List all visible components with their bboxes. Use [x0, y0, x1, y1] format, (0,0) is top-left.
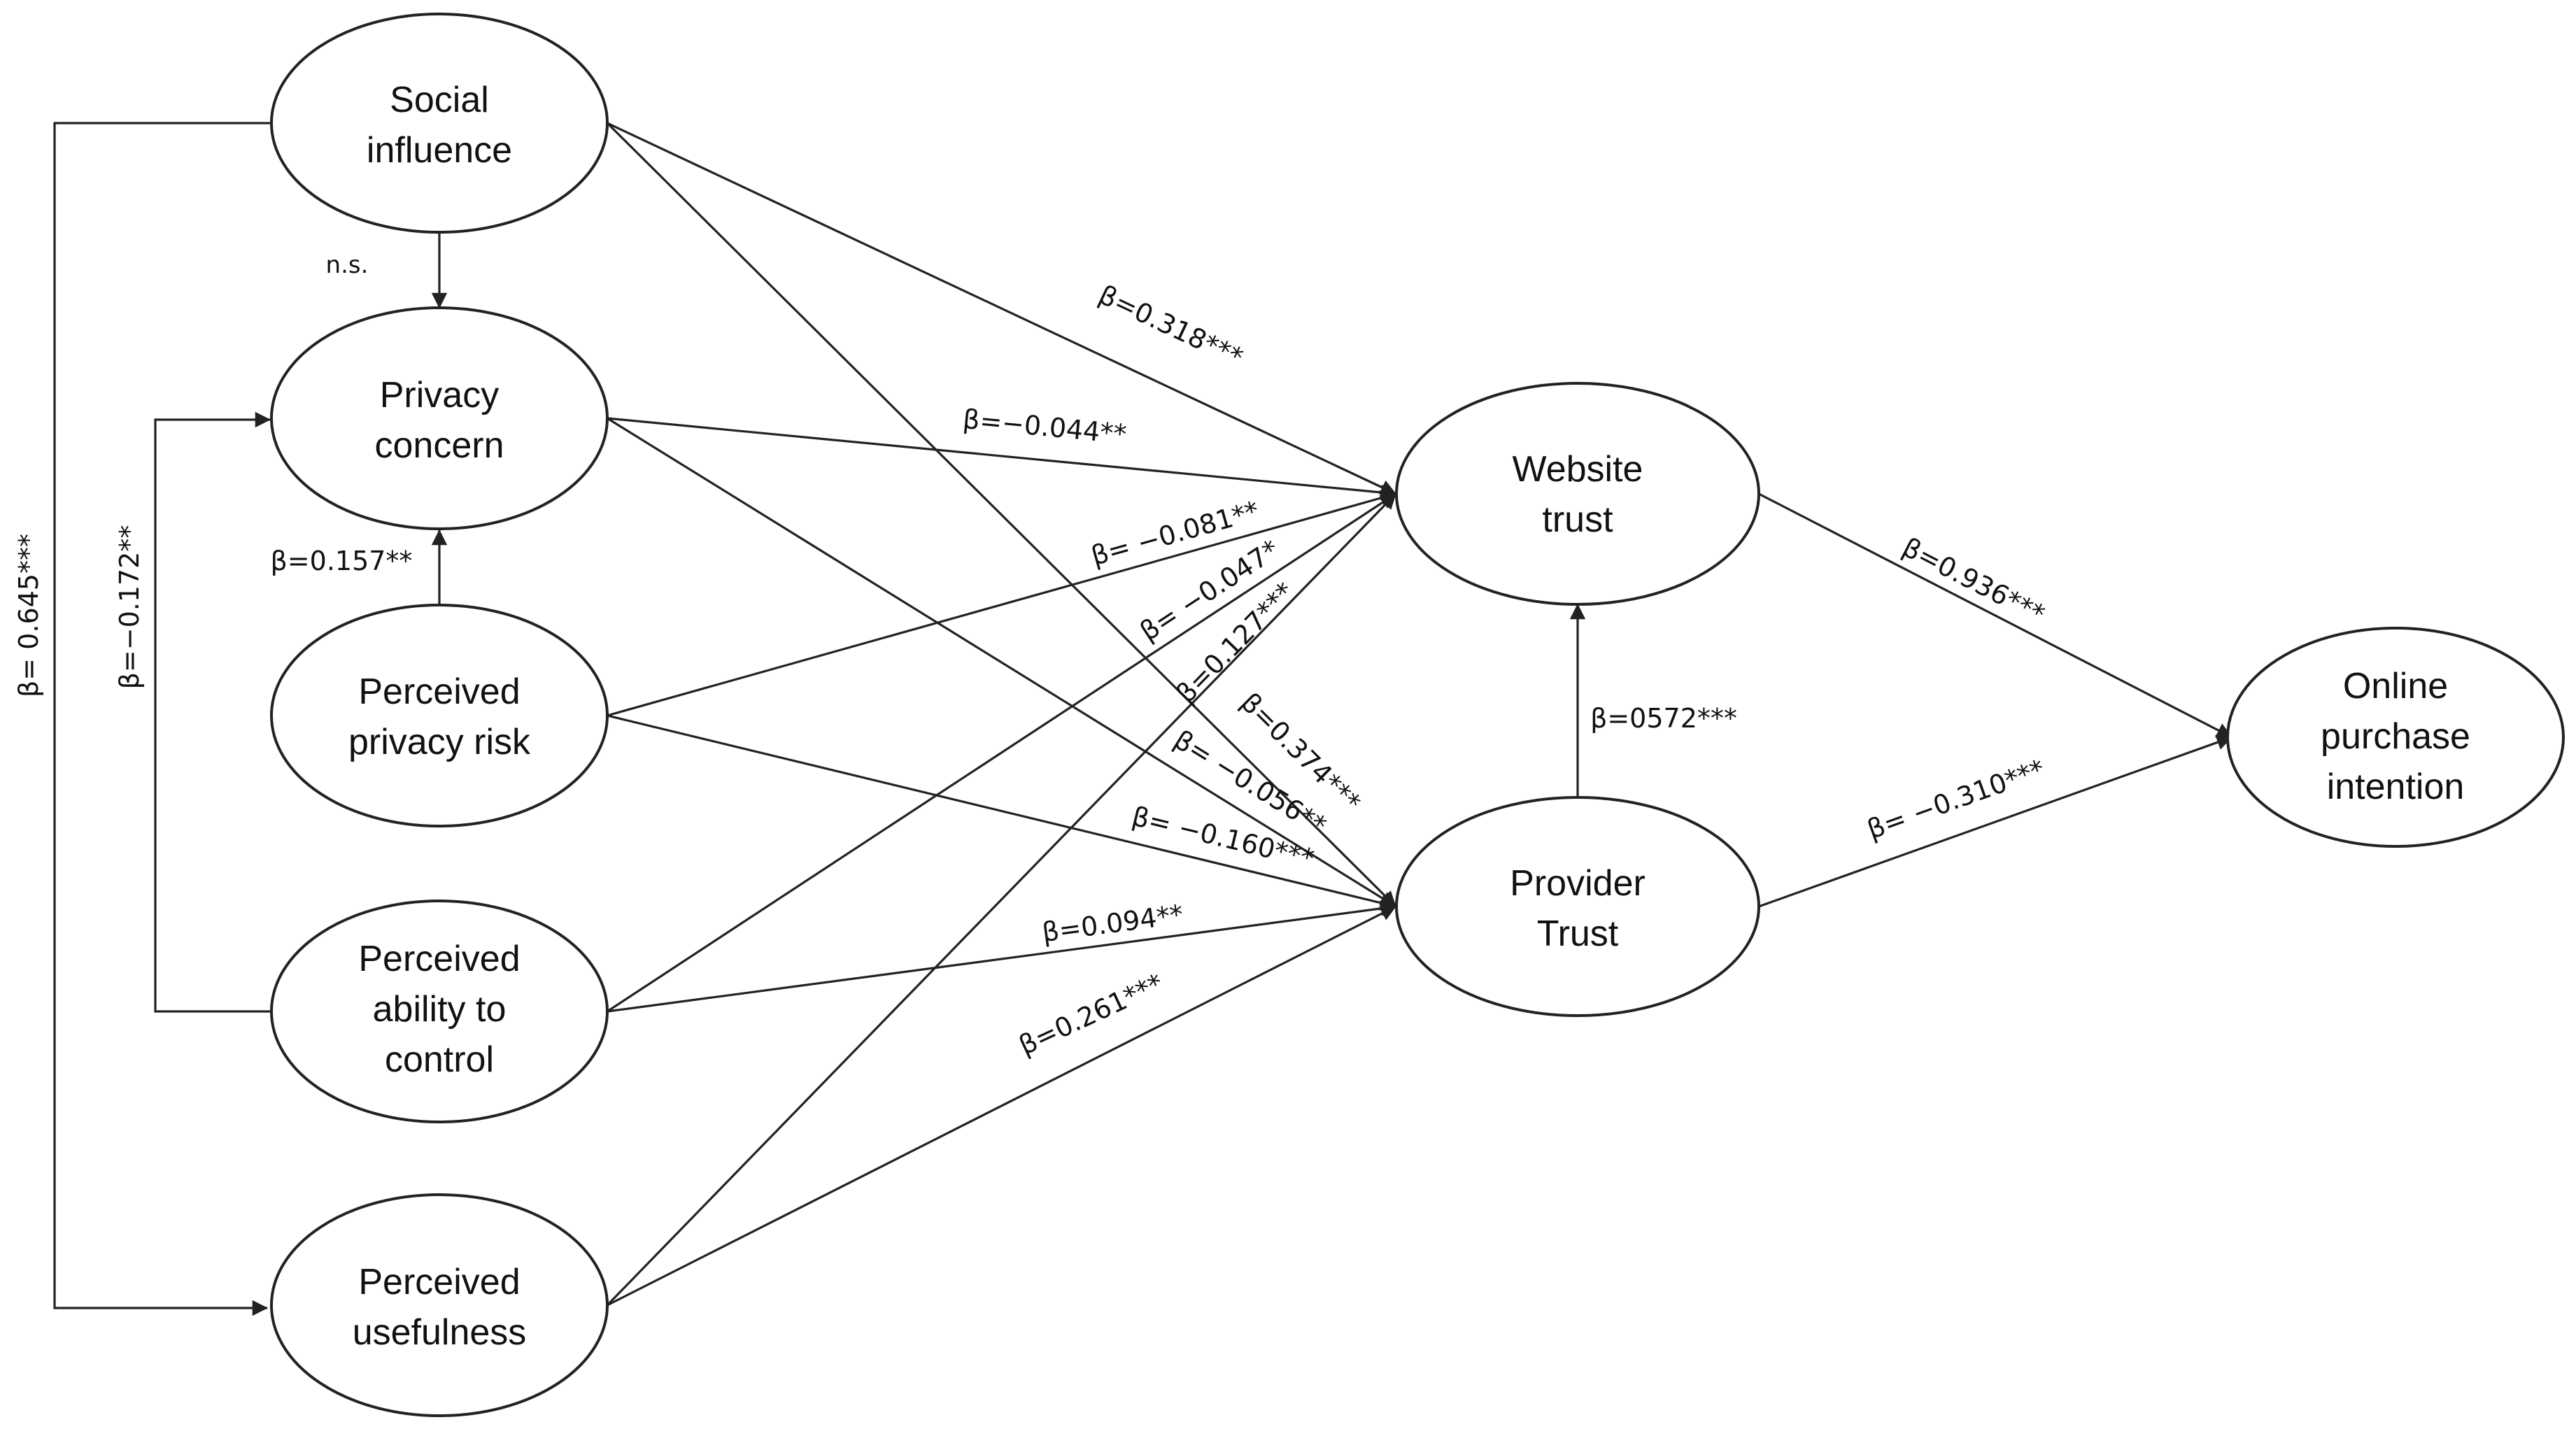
node-label: Provider: [1510, 863, 1646, 904]
path-ac-wt: [607, 492, 1396, 1013]
path-pc-wt: [607, 417, 1397, 501]
label-si-pc: n.s.: [326, 251, 369, 279]
label-si-wt: β=0.318***: [1094, 279, 1248, 373]
path-pr-wt: [607, 490, 1397, 717]
node-label: Website: [1513, 449, 1643, 490]
label-pt-wt: β=0572***: [1590, 703, 1737, 734]
label-pu-pt: β=0.261***: [1014, 968, 1168, 1061]
node-label: ability to: [373, 989, 507, 1030]
node-label: Perceived: [358, 939, 520, 979]
node-label: Social: [390, 80, 489, 120]
node-website-trust: Website trust: [1395, 382, 1760, 606]
node-perceived-ability-to-control: Perceived ability to control: [270, 900, 609, 1123]
node-privacy-concern: Privacy concern: [270, 306, 609, 530]
node-perceived-usefulness: Perceived usefulness: [270, 1193, 609, 1417]
node-social-influence: Social influence: [270, 13, 609, 234]
label-si-pu: β= 0.645***: [13, 534, 44, 697]
node-label: Trust: [1537, 914, 1619, 954]
label-ac-pt: β=0.094**: [1040, 899, 1185, 948]
node-provider-trust: Provider Trust: [1395, 796, 1760, 1017]
node-label: concern: [375, 425, 504, 466]
path-ac-pc: [154, 411, 271, 1013]
label-wt-opi: β=0.936***: [1897, 532, 2049, 630]
node-perceived-privacy-risk: Perceived privacy risk: [270, 604, 609, 827]
label-pt-opi: β= −0.310***: [1863, 753, 2048, 845]
node-label: usefulness: [353, 1312, 527, 1353]
path-pt-opi: [1758, 734, 2233, 908]
node-label: trust: [1542, 499, 1613, 540]
paths: [53, 122, 2233, 1316]
path-pu-pt: [607, 905, 1396, 1307]
path-ac-pt: [607, 900, 1397, 1013]
path-wt-opi: [1758, 492, 2232, 739]
node-label: Perceived: [358, 671, 520, 712]
node-label: purchase: [2321, 716, 2470, 757]
label-pr-pc: β=0.157**: [271, 546, 413, 576]
path-si-pu: [53, 122, 271, 1316]
path-si-wt: [607, 122, 1397, 495]
node-label: privacy risk: [348, 722, 531, 762]
path-pr-pt: [607, 714, 1397, 911]
path-pc-pt: [607, 417, 1396, 908]
node-label: control: [385, 1039, 494, 1080]
path-si-pt: [606, 122, 1397, 908]
path-pu-wt: [606, 492, 1397, 1307]
node-label: influence: [367, 130, 512, 171]
node-label: Perceived: [358, 1262, 520, 1302]
node-label: Privacy: [380, 375, 499, 415]
node-label: Online: [2343, 666, 2448, 706]
label-pc-wt: β=−0.044**: [961, 404, 1128, 450]
node-online-purchase-intention: Online purchase intention: [2226, 627, 2565, 848]
node-label: intention: [2327, 767, 2465, 807]
label-ac-pc: β=−0.172**: [114, 525, 145, 690]
